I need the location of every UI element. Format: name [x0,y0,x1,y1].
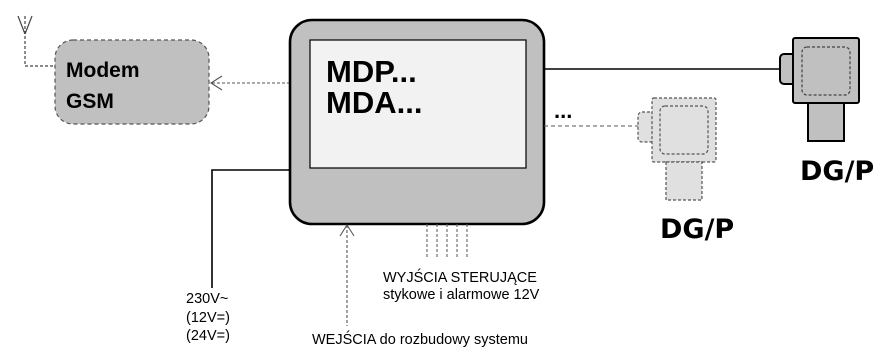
model-label-mda: MDA... [326,85,422,120]
inputs-arrow [339,223,355,326]
detector-secondary [637,97,717,201]
model-label-mdp: MDP... [326,54,417,89]
controller-display [309,39,527,169]
modem-label-line2: GSM [66,90,114,113]
power-label-230v: 230V~ [186,291,228,307]
modem-gsm-box: Modem GSM [54,39,210,125]
output-lines [426,224,468,258]
antenna-icon [17,15,56,67]
outputs-label-line1: WYJŚCIA STERUJĄCE [383,268,537,286]
more-detectors-ellipsis: ... [554,98,572,123]
modem-link-arrow [209,75,292,91]
controller-unit: MDP... MDA... [288,18,546,226]
detector-primary-label: DG/P [800,156,874,187]
detector-primary [779,37,860,142]
power-line [211,169,290,288]
modem-label-line1: Modem [66,59,140,82]
detector-secondary-label: DG/P [660,214,734,245]
outputs-label-line2: stykowe i alarmowe 12V [383,287,540,303]
inputs-label: WEJŚCIA do rozbudowy systemu [312,330,528,348]
power-label-12v: (12V=) [186,310,230,326]
power-label-24v: (24V=) [186,328,230,344]
